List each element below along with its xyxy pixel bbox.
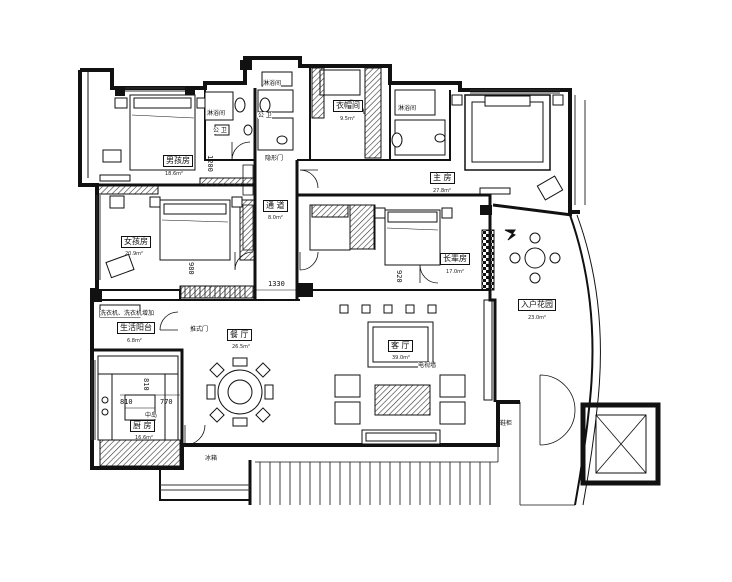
room-label-master: 主 房 — [430, 172, 455, 184]
living-furniture — [334, 299, 493, 445]
label-hidden-door: 隐形门 — [265, 155, 284, 162]
label-tv-wall: 电视墙 — [418, 362, 437, 369]
interior-walls — [92, 66, 492, 445]
beds — [129, 94, 551, 266]
dim-810-vertical: 810 — [142, 378, 150, 391]
room-area-living: 39.0m² — [392, 355, 411, 361]
label-wc-2: 公 卫 — [258, 112, 272, 119]
room-label-boys-room: 男孩房 — [163, 155, 193, 167]
dim-1330: 1330 — [268, 280, 285, 288]
label-shoe-cabinet: 鞋柜 — [500, 420, 513, 427]
dimension-lines — [120, 289, 297, 396]
label-freezer: 冰箱 — [205, 455, 218, 462]
label-washer: 洗衣机、洗衣机增加 — [100, 310, 155, 317]
label-bath-3: 淋浴间 — [398, 105, 417, 112]
room-label-living: 客 厅 — [388, 340, 413, 352]
label-wc-1: 公 卫 — [213, 127, 227, 134]
room-area-garden: 23.0m² — [528, 315, 547, 321]
doors — [159, 99, 576, 446]
room-area-boys-room: 18.6m² — [165, 171, 184, 177]
dining-table — [206, 357, 274, 427]
room-area-master: 27.8m² — [433, 188, 452, 194]
dim-1200: 1200 — [206, 155, 214, 172]
label-island: 中岛 — [145, 412, 158, 419]
label-sliding-door: 推式门 — [190, 326, 209, 333]
dim-770: 770 — [160, 398, 173, 406]
furniture-small — [99, 94, 564, 279]
windows — [91, 87, 586, 491]
dim-980: 980 — [187, 262, 195, 275]
room-label-corridor: 通 道 — [263, 200, 288, 212]
room-area-closet: 9.5m² — [340, 116, 355, 122]
room-area-corridor: 8.0m² — [268, 215, 283, 221]
columns — [92, 60, 495, 467]
garden-table — [504, 229, 561, 284]
room-label-elder-room: 长辈房 — [440, 253, 470, 265]
dim-810-horizontal: 810 — [120, 398, 133, 406]
room-label-garden: 入户花园 — [518, 299, 556, 311]
elevator — [580, 402, 661, 486]
dim-920: 920 — [395, 270, 403, 283]
label-bath-2: 淋浴间 — [263, 80, 282, 87]
kitchen-fixtures — [97, 304, 179, 441]
room-area-elder-room: 17.0m² — [446, 269, 465, 275]
room-label-girls-room: 女孩房 — [121, 236, 151, 248]
label-bath-1: 淋浴间 — [207, 110, 226, 117]
room-label-closet: 衣帽间 — [333, 100, 363, 112]
stairs — [255, 402, 575, 506]
room-label-kitchen: 厨 房 — [130, 420, 155, 432]
wardrobes — [180, 164, 254, 299]
room-label-dining: 餐 厅 — [227, 329, 252, 341]
room-label-balcony: 生活阳台 — [117, 322, 155, 334]
room-area-dining: 26.5m² — [232, 344, 251, 350]
room-area-kitchen: 16.6m² — [135, 435, 154, 441]
room-area-balcony: 6.8m² — [127, 338, 142, 344]
room-area-girls-room: 20.9m² — [125, 251, 144, 257]
